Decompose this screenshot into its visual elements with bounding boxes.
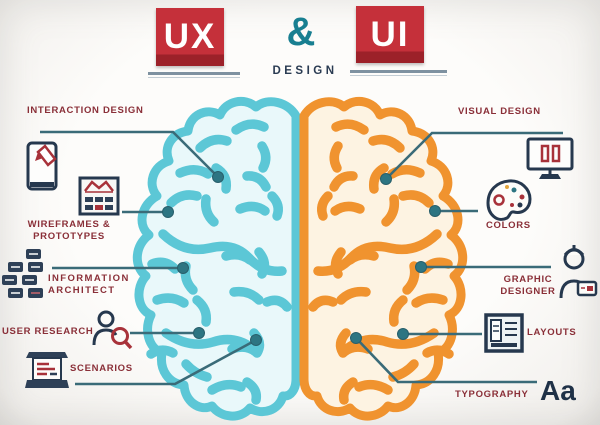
label-visual-design: VISUAL DESIGN	[458, 106, 541, 117]
connector-dots	[162, 171, 441, 346]
tablet-pen-icon	[24, 137, 64, 201]
wireframe-grid-icon	[78, 176, 120, 216]
monitor-icon	[525, 136, 575, 182]
label-user-research: USER RESEARCH	[2, 326, 94, 337]
header-divider-right	[350, 70, 447, 76]
ampersand: &	[286, 10, 316, 54]
ui-badge: UI	[356, 6, 424, 63]
label-information-architect: INFORMATION ARCHITECT	[48, 273, 130, 296]
label-wireframes-prototypes: WIREFRAMES & PROTOTYPES	[27, 219, 111, 242]
label-graphic-designer: GRAPHIC DESIGNER	[500, 274, 556, 297]
label-colors: COLORS	[486, 220, 531, 231]
ux-badge: UX	[156, 8, 224, 66]
label-typography: TYPOGRAPHY	[455, 389, 529, 400]
label-scenarios: SCENARIOS	[70, 363, 133, 374]
scroll-icon	[23, 345, 71, 391]
sitemap-icon	[2, 249, 48, 303]
typography-aa-icon: Aa	[540, 375, 576, 406]
palette-icon	[484, 178, 534, 226]
connector-lines	[40, 130, 563, 386]
brain-left-hemisphere	[137, 101, 296, 417]
layout-icon	[483, 312, 525, 354]
brain-right-hemisphere	[304, 101, 463, 417]
designer-person-icon	[556, 242, 600, 302]
label-interaction-design: INTERACTION DESIGN	[27, 105, 144, 116]
label-layouts: LAYOUTS	[527, 327, 577, 338]
header-divider-left	[148, 72, 240, 78]
design-subtitle: DESIGN	[272, 65, 338, 77]
user-search-icon	[91, 309, 133, 351]
